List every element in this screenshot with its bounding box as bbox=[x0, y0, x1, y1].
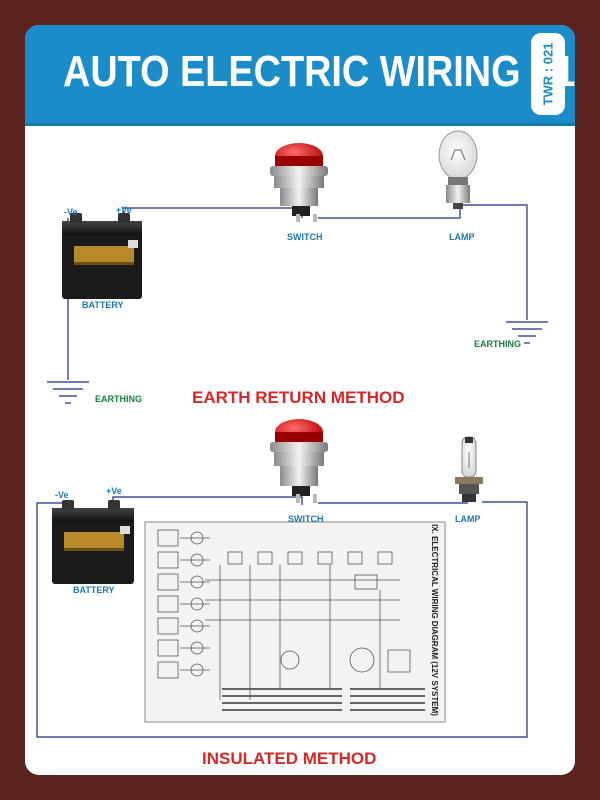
earth-symbol-right bbox=[506, 321, 548, 344]
ins-lamp-label: LAMP bbox=[455, 514, 481, 524]
code-tag: TWR : 021 bbox=[531, 33, 565, 115]
er-switch-label: SWITCH bbox=[287, 232, 323, 242]
ins-pos-label: +Ve bbox=[106, 486, 122, 496]
poster-title: AUTO ELECTRIC WIRING - 1 bbox=[63, 47, 575, 96]
battery-2 bbox=[52, 500, 134, 584]
wiring-schematic-image: IX. ELECTRICAL WIRING DIAGRAM (12V SYSTE… bbox=[144, 521, 446, 723]
battery-1 bbox=[62, 213, 142, 299]
switch-1 bbox=[270, 143, 328, 222]
lamp-1 bbox=[438, 130, 478, 209]
er-battery-label: BATTERY bbox=[82, 300, 124, 310]
er-lamp-label: LAMP bbox=[449, 232, 475, 242]
ins-switch-label: SWITCH bbox=[288, 514, 324, 524]
header-banner: AUTO ELECTRIC WIRING - 1 TWR : 021 bbox=[25, 25, 575, 126]
ins-neg-label: -Ve bbox=[55, 490, 69, 500]
earth-return-title: EARTH RETURN METHOD bbox=[192, 388, 405, 407]
ins-battery-label: BATTERY bbox=[73, 585, 115, 595]
er-pos-label: +Ve bbox=[116, 205, 132, 215]
er-neg-label: -Ve bbox=[64, 207, 78, 217]
switch-2 bbox=[270, 419, 328, 503]
lamp-2 bbox=[455, 436, 483, 502]
schematic-title: IX. ELECTRICAL WIRING DIAGRAM (12V SYSTE… bbox=[430, 524, 439, 716]
er-earthing-left: EARTHING bbox=[95, 394, 142, 404]
er-earthing-right: EARTHING bbox=[474, 339, 521, 349]
insulated-title: INSULATED METHOD bbox=[202, 749, 377, 768]
earth-symbol-left bbox=[47, 381, 89, 404]
